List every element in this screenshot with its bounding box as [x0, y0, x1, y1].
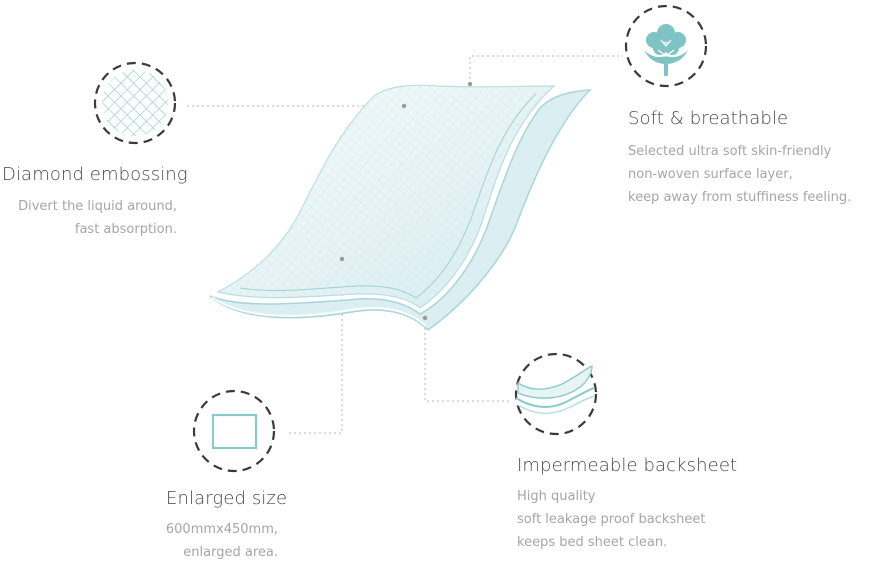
description-line: Divert the liquid around, — [18, 199, 177, 214]
description-line: enlarged area. — [183, 545, 278, 560]
enlarged-size-description: 600mmx450mm, enlarged area. — [166, 518, 278, 564]
description-line: keeps bed sheet clean. — [517, 535, 668, 550]
impermeable-backsheet-description: High quality soft leakage proof backshee… — [517, 485, 705, 554]
soft-breathable-description: Selected ultra soft skin-friendly non-wo… — [628, 140, 851, 209]
diamond-mesh-icon — [93, 61, 177, 145]
cotton-flower-icon — [624, 4, 708, 88]
underpad-illustration — [209, 81, 592, 331]
leader-line-soft — [469, 55, 623, 84]
description-line: keep away from stuffiness feeling. — [628, 190, 852, 205]
diamond-embossing-description: Divert the liquid around, fast absorptio… — [18, 195, 177, 241]
description-line: fast absorption. — [74, 222, 177, 237]
layered-sheet-icon — [514, 352, 598, 436]
leader-line-size — [288, 259, 343, 434]
enlarged-size-title: Enlarged size — [166, 488, 288, 509]
impermeable-backsheet-title: Impermeable backsheet — [517, 455, 738, 476]
rectangle-pad-icon — [192, 389, 276, 473]
soft-breathable-title: Soft & breathable — [628, 108, 789, 129]
description-line: Selected ultra soft skin-friendly — [628, 144, 832, 159]
description-line: non-woven surface layer, — [628, 167, 793, 182]
diamond-embossing-title: Diamond embossing — [2, 164, 188, 185]
leader-line-backsheet — [424, 318, 512, 402]
description-line: soft leakage proof backsheet — [517, 512, 706, 527]
description-line: High quality — [517, 489, 596, 504]
description-line: 600mmx450mm, — [165, 522, 278, 537]
